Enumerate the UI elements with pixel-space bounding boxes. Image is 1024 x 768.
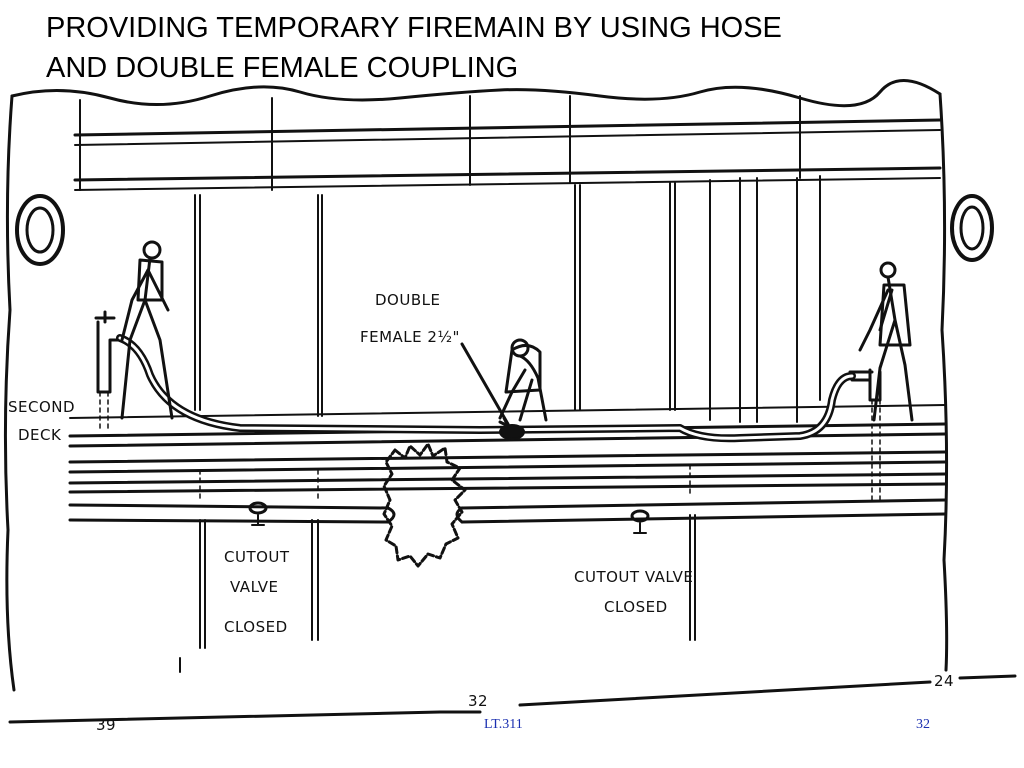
footer-course-code: LT.311 <box>484 717 523 732</box>
label-valve-left-1: CUTOUT <box>224 548 290 566</box>
frame-24-label: 24 <box>934 672 954 690</box>
sailor-right <box>858 261 914 422</box>
label-coupling-1: DOUBLE <box>375 291 440 309</box>
footer-page-number: 32 <box>916 717 930 732</box>
fire-plug-left <box>94 310 124 394</box>
frame-39-label: 39 <box>96 716 116 734</box>
sailor-left <box>120 240 174 420</box>
label-valve-left-2: VALVE <box>230 578 279 596</box>
label-valve-right-2: CLOSED <box>604 598 668 616</box>
label-valve-right-1: CUTOUT VALVE <box>574 568 693 586</box>
title-line-2: AND DOUBLE FEMALE COUPLING <box>46 52 519 84</box>
frame-32-label: 32 <box>468 692 488 710</box>
label-valve-left-3: CLOSED <box>224 618 288 636</box>
cutout-valve-right <box>630 509 650 534</box>
double-female-coupling <box>499 424 525 440</box>
label-deck-1: SECOND <box>8 398 75 416</box>
slide-title: PROVIDING TEMPORARY FIREMAIN BY USING HO… <box>46 8 946 88</box>
title-line-1: PROVIDING TEMPORARY FIREMAIN BY USING HO… <box>46 12 782 44</box>
sailor-middle <box>498 338 548 422</box>
damaged-section <box>382 442 467 568</box>
torn-edge-top <box>10 79 942 108</box>
torn-edge-right <box>938 92 949 672</box>
label-coupling-2: FEMALE 2½" <box>360 328 460 346</box>
label-deck-2: DECK <box>18 426 62 444</box>
cutout-valve-left <box>248 501 268 526</box>
torn-edge-left <box>3 94 16 692</box>
